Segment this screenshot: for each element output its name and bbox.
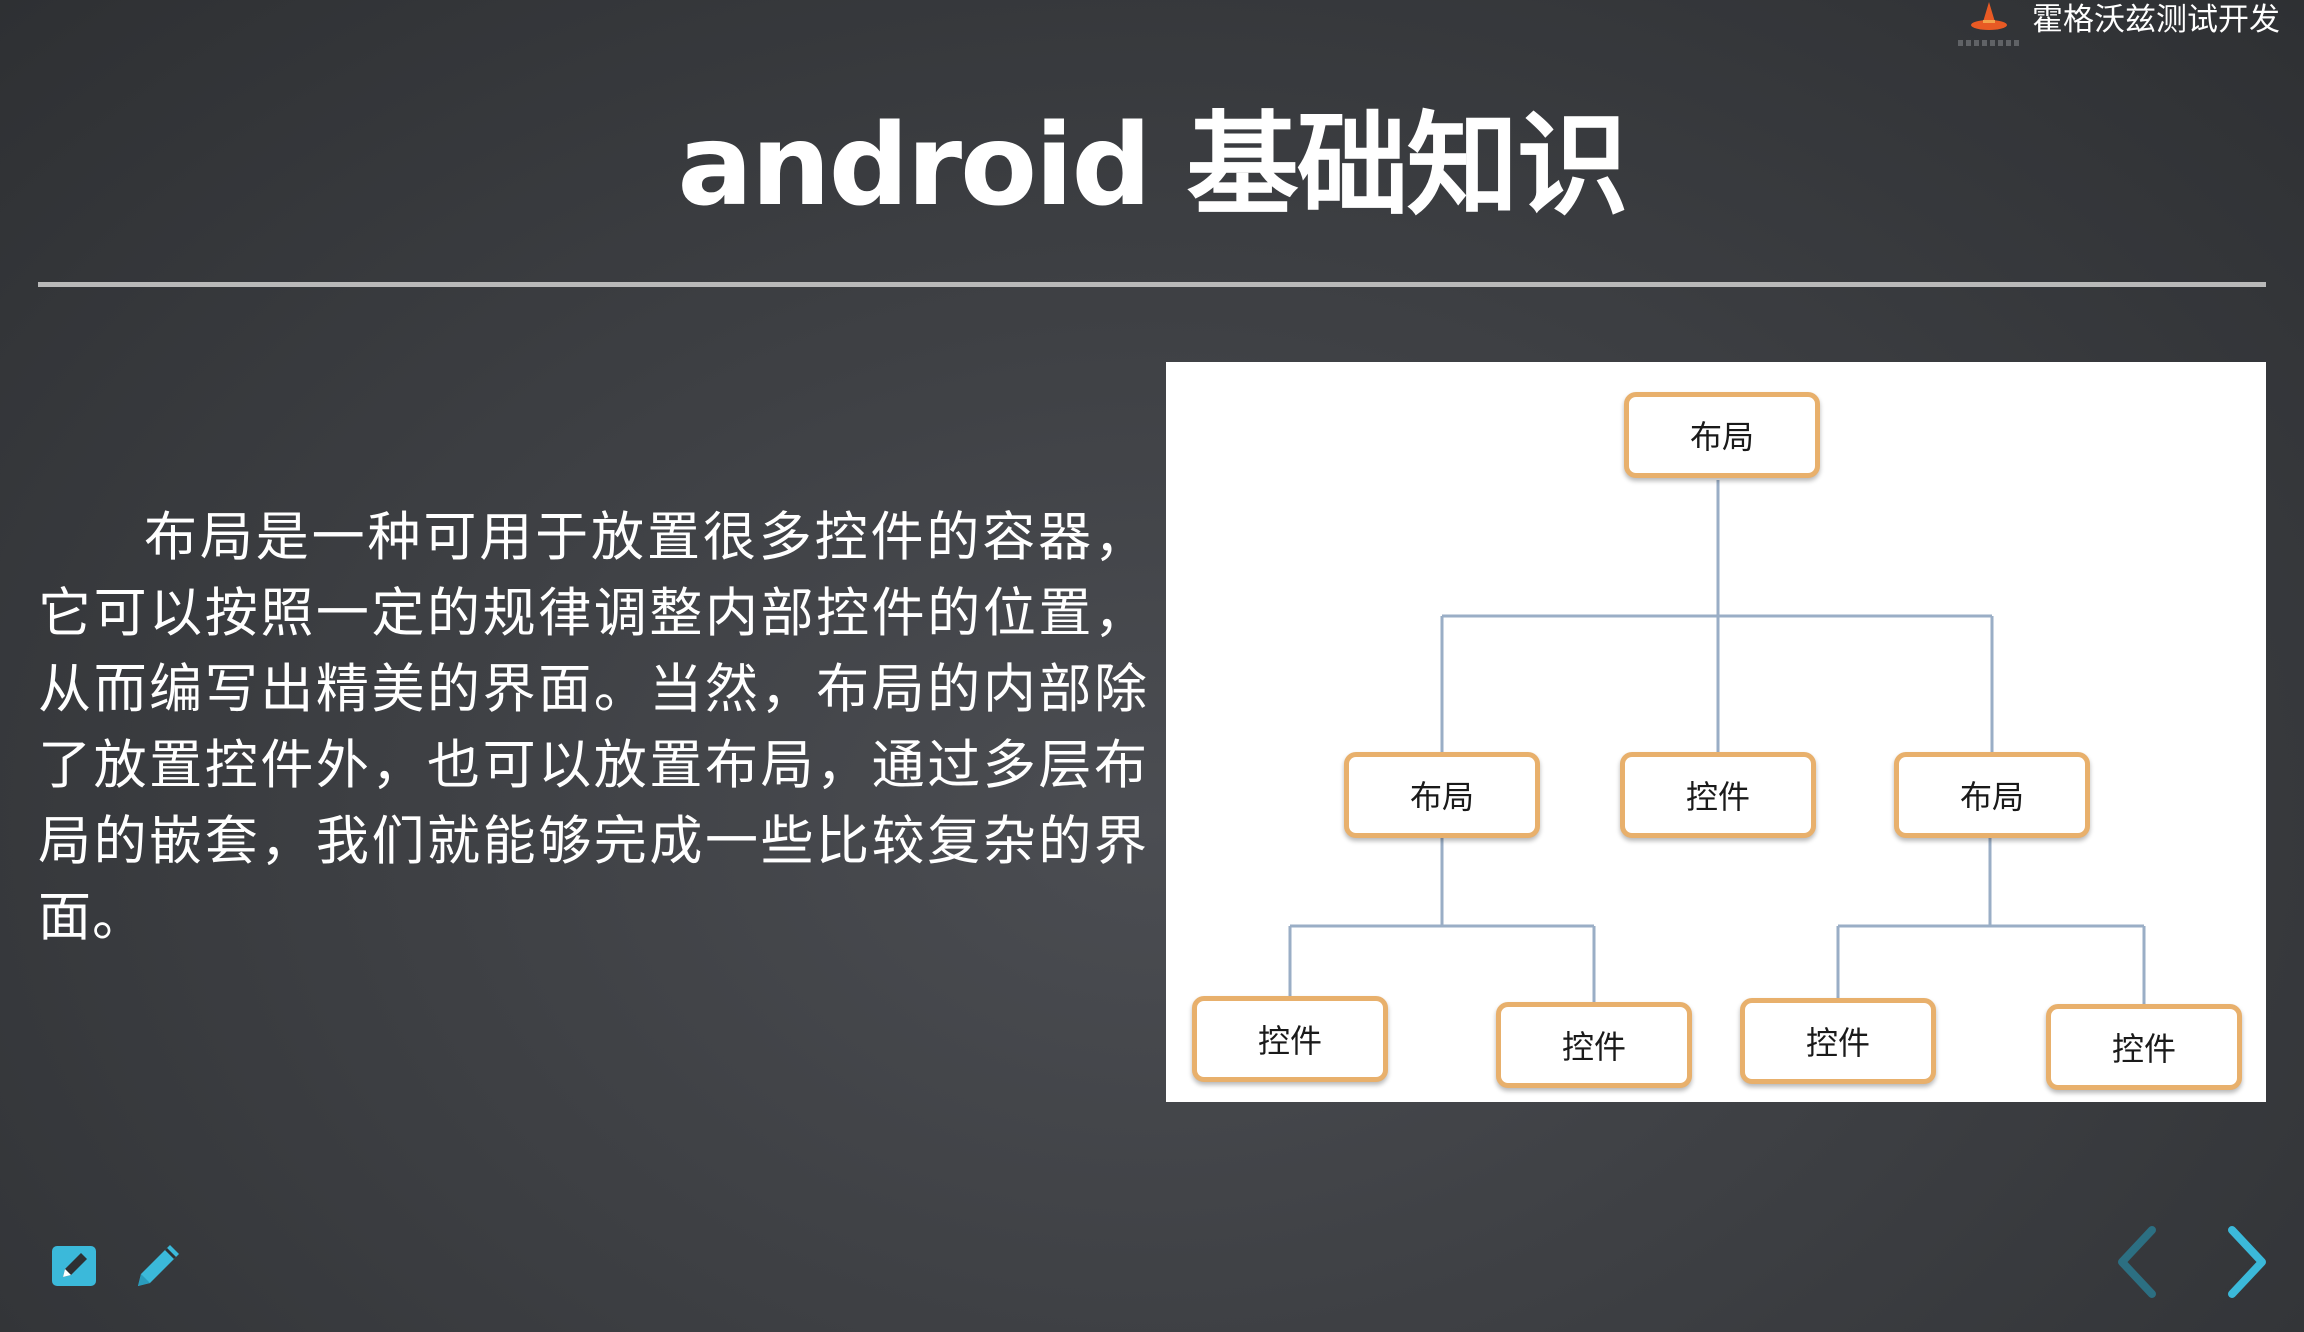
pencil-icon (138, 1245, 179, 1286)
body-paragraph: 布局是一种可用于放置很多控件的容器，它可以按照一定的规律调整内部控件的位置，从而… (38, 507, 1148, 948)
chevron-right-icon (2228, 1226, 2266, 1298)
title-divider (38, 282, 2266, 287)
node-control-1: 控件 (1192, 996, 1388, 1082)
brand-name: 霍格沃兹测试开发 (2032, 2, 2280, 38)
node-layout-left: 布局 (1344, 752, 1540, 838)
brand: 霍格沃兹测试开发 (1958, 0, 2280, 56)
node-layout-right: 布局 (1894, 752, 2090, 838)
page-title: android 基础知识 (677, 101, 1628, 231)
brand-logo (1958, 0, 2022, 52)
node-control-4: 控件 (2046, 1004, 2242, 1090)
node-control-3: 控件 (1740, 998, 1936, 1084)
previous-slide-button[interactable] (2108, 1222, 2164, 1302)
node-control-2: 控件 (1496, 1002, 1692, 1088)
layout-tree-diagram: 布局 布局 控件 布局 控件 控件 控件 控件 (1166, 362, 2266, 1102)
pen-tool-button[interactable] (126, 1232, 192, 1298)
node-root-layout: 布局 (1624, 392, 1820, 478)
node-control-middle: 控件 (1620, 752, 1816, 838)
next-slide-button[interactable] (2220, 1222, 2276, 1302)
edit-note-button[interactable] (44, 1236, 104, 1296)
diagram-connectors (1288, 480, 2146, 1006)
edit-note-icon (52, 1246, 96, 1286)
witch-hat-icon (1971, 2, 2007, 30)
brand-tagline (1958, 40, 2022, 46)
chevron-left-icon (2118, 1226, 2156, 1298)
